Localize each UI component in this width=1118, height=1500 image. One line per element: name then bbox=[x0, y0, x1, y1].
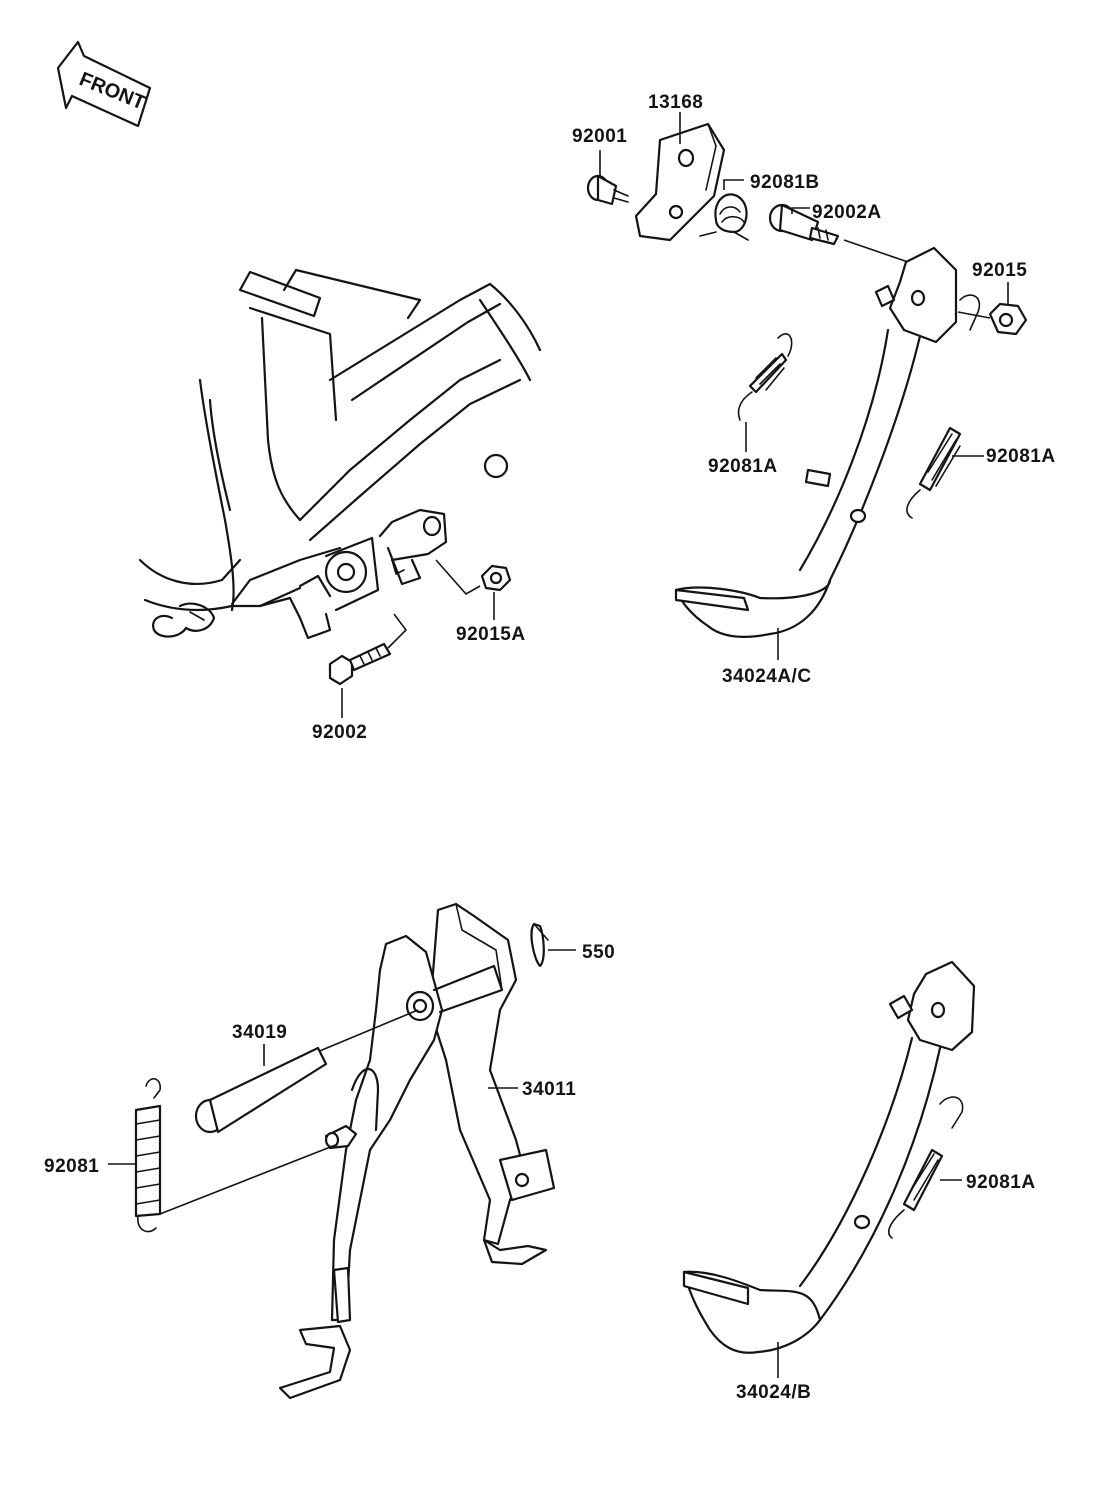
bolt-92002 bbox=[328, 642, 392, 686]
cotter-pin-550 bbox=[530, 922, 549, 968]
label-34024AC: 34024A/C bbox=[722, 666, 812, 687]
label-13168: 13168 bbox=[648, 92, 703, 113]
frame-drawing bbox=[138, 268, 542, 640]
label-92081B: 92081B bbox=[750, 172, 820, 193]
pin-34019 bbox=[194, 1046, 328, 1134]
label-92001: 92001 bbox=[572, 126, 627, 147]
label-92081A-left: 92081A bbox=[708, 456, 778, 477]
spring-92081A-right bbox=[906, 294, 981, 519]
clip-pin bbox=[324, 1124, 358, 1150]
side-stand-34024AC bbox=[674, 246, 958, 638]
center-stand-34011 bbox=[278, 902, 556, 1400]
label-34024B: 34024/B bbox=[736, 1382, 811, 1403]
label-92002A: 92002A bbox=[812, 202, 882, 223]
side-stand-34024B bbox=[682, 960, 976, 1354]
bolt-92001 bbox=[586, 174, 629, 206]
pin-92002A bbox=[768, 203, 840, 246]
label-92015A: 92015A bbox=[456, 624, 526, 645]
label-34011: 34011 bbox=[522, 1079, 576, 1100]
spring-92081 bbox=[134, 1078, 162, 1233]
label-92081A-right: 92081A bbox=[986, 446, 1056, 467]
label-34019: 34019 bbox=[232, 1022, 287, 1043]
label-92081A-lower: 92081A bbox=[966, 1172, 1036, 1193]
label-92081: 92081 bbox=[44, 1156, 99, 1177]
label-92002: 92002 bbox=[312, 722, 367, 743]
label-92015: 92015 bbox=[972, 260, 1027, 281]
spring-92081B bbox=[699, 193, 749, 241]
nut-92015A bbox=[480, 564, 512, 592]
spring-92081A-lower bbox=[888, 1096, 964, 1239]
label-550: 550 bbox=[582, 942, 615, 963]
front-arrow-icon: FRONT bbox=[56, 40, 152, 128]
nut-92015 bbox=[988, 302, 1028, 336]
spring-92081A-left bbox=[737, 333, 793, 421]
bracket-13168 bbox=[634, 122, 726, 242]
